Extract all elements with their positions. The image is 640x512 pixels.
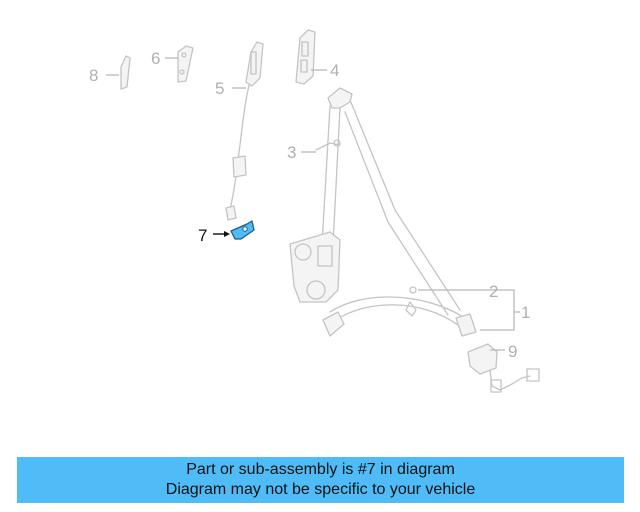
banner-line-1: Part or sub-assembly is #7 in diagram bbox=[186, 461, 455, 478]
callout-5[interactable]: 5 bbox=[215, 79, 224, 98]
part-8-bracket: 8 bbox=[89, 55, 131, 90]
callout-6[interactable]: 6 bbox=[151, 49, 160, 68]
part-5-anchor-strap: 5 bbox=[215, 41, 264, 221]
info-banner: Part or sub-assembly is #7 in diagram Di… bbox=[17, 457, 624, 503]
callout-1[interactable]: 1 bbox=[521, 303, 530, 322]
part-2-stopper: 2 bbox=[409, 282, 498, 301]
callout-8[interactable]: 8 bbox=[89, 66, 98, 85]
part-1-belt-assembly: 1 bbox=[289, 87, 530, 337]
callout-7[interactable]: 7 bbox=[198, 226, 207, 245]
part-3-guide: 3 bbox=[287, 139, 341, 162]
part-6-plate: 6 bbox=[151, 45, 194, 83]
part-4-height-adjuster: 4 bbox=[295, 29, 339, 85]
callout-9[interactable]: 9 bbox=[508, 342, 517, 361]
callout-3[interactable]: 3 bbox=[287, 143, 296, 162]
part-7-bracket[interactable]: 7 bbox=[198, 220, 255, 245]
part-9-buckle: 9 bbox=[467, 342, 540, 393]
banner-line-2: Diagram may not be specific to your vehi… bbox=[165, 481, 476, 498]
parts-diagram: 8 6 4 5 7 3 bbox=[89, 29, 540, 393]
callout-4[interactable]: 4 bbox=[330, 61, 339, 80]
callout-2[interactable]: 2 bbox=[489, 282, 498, 301]
